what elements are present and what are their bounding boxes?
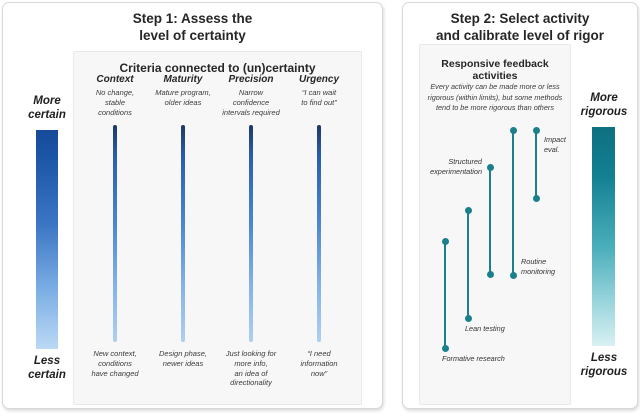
less-rigorous-label: Less rigorous	[580, 352, 628, 379]
criteria-box: Criteria connected to (un)certainty Cont…	[73, 51, 362, 405]
certainty-gradient-line	[249, 125, 253, 342]
activity-label-impact-eval: Impact eval.	[544, 135, 566, 154]
criteria-name: Context	[96, 74, 134, 85]
activity-bottom-dot-impact-eval	[532, 194, 540, 202]
activities-box-title: Responsive feedback activities	[441, 58, 549, 82]
activity-bottom-dot-formative-research	[441, 344, 449, 352]
activity-label-structured-experimentation: Structured experimentation	[430, 157, 482, 176]
activity-bottom-dot-routine-monitoring	[509, 271, 517, 279]
criteria-uncertain-label: Just looking for more info, an idea of d…	[225, 349, 277, 388]
activity-range-impact-eval	[534, 130, 538, 198]
activity-label-lean-testing: Lean testing	[465, 324, 505, 333]
rigor-gradient-bar	[592, 127, 615, 346]
activities-box: Responsive feedback activities Every act…	[419, 44, 571, 405]
activities-plot: Formative research Lean testing Structured…	[420, 45, 570, 404]
criteria-uncertain-label: New context, conditions have changed	[91, 349, 139, 378]
activity-range-formative-research	[443, 241, 447, 348]
activity-top-dot-impact-eval	[532, 126, 540, 134]
criteria-column-urgency: Urgency “I can wait to find out” “I need i…	[281, 74, 357, 378]
criteria-name: Maturity	[163, 74, 203, 85]
criteria-certain-label: Mature program, older ideas	[155, 88, 211, 107]
criteria-box-title: Criteria connected to (un)certainty	[119, 61, 316, 75]
criteria-name: Urgency	[298, 74, 339, 85]
certainty-gradient-bar	[36, 130, 58, 349]
certainty-gradient-line	[317, 125, 321, 342]
activity-range-structured-experimentation	[488, 167, 492, 274]
step1-title: Step 1: Assess the level of certainty	[132, 11, 253, 43]
step1-panel: Step 1: Assess the level of certainty Mo…	[2, 2, 383, 409]
activity-bottom-dot-structured-experimentation	[486, 270, 494, 278]
activity-bottom-dot-lean-testing	[464, 314, 472, 322]
activity-range-routine-monitoring	[511, 130, 515, 275]
activity-top-dot-routine-monitoring	[509, 126, 517, 134]
step2-title: Step 2: Select activity and calibrate le…	[435, 11, 605, 43]
less-certain-label: Less certain	[28, 355, 66, 382]
activity-range-lean-testing	[466, 210, 470, 318]
criteria-uncertain-label: “I need information now”	[300, 349, 338, 378]
activities-note: Every activity can be made more or less …	[427, 82, 563, 113]
criteria-certain-label: “I can wait to find out”	[301, 88, 337, 107]
step2-panel: Step 2: Select activity and calibrate le…	[402, 2, 638, 409]
criteria-uncertain-label: Design phase, newer ideas	[159, 349, 207, 368]
more-certain-label: More certain	[28, 95, 66, 122]
activity-top-dot-lean-testing	[464, 206, 472, 214]
criteria-certain-label: No change, stable conditions	[95, 88, 135, 117]
certainty-gradient-line	[113, 125, 117, 342]
activity-top-dot-structured-experimentation	[486, 163, 494, 171]
certainty-gradient-line	[181, 125, 185, 342]
activity-top-dot-formative-research	[441, 237, 449, 245]
activity-label-routine-monitoring: Routine monitoring	[521, 257, 556, 276]
activity-label-formative-research: Formative research	[442, 354, 505, 363]
criteria-name: Precision	[228, 74, 274, 85]
criteria-certain-label: Narrow confidence intervals required	[222, 88, 280, 117]
more-rigorous-label: More rigorous	[580, 92, 628, 119]
